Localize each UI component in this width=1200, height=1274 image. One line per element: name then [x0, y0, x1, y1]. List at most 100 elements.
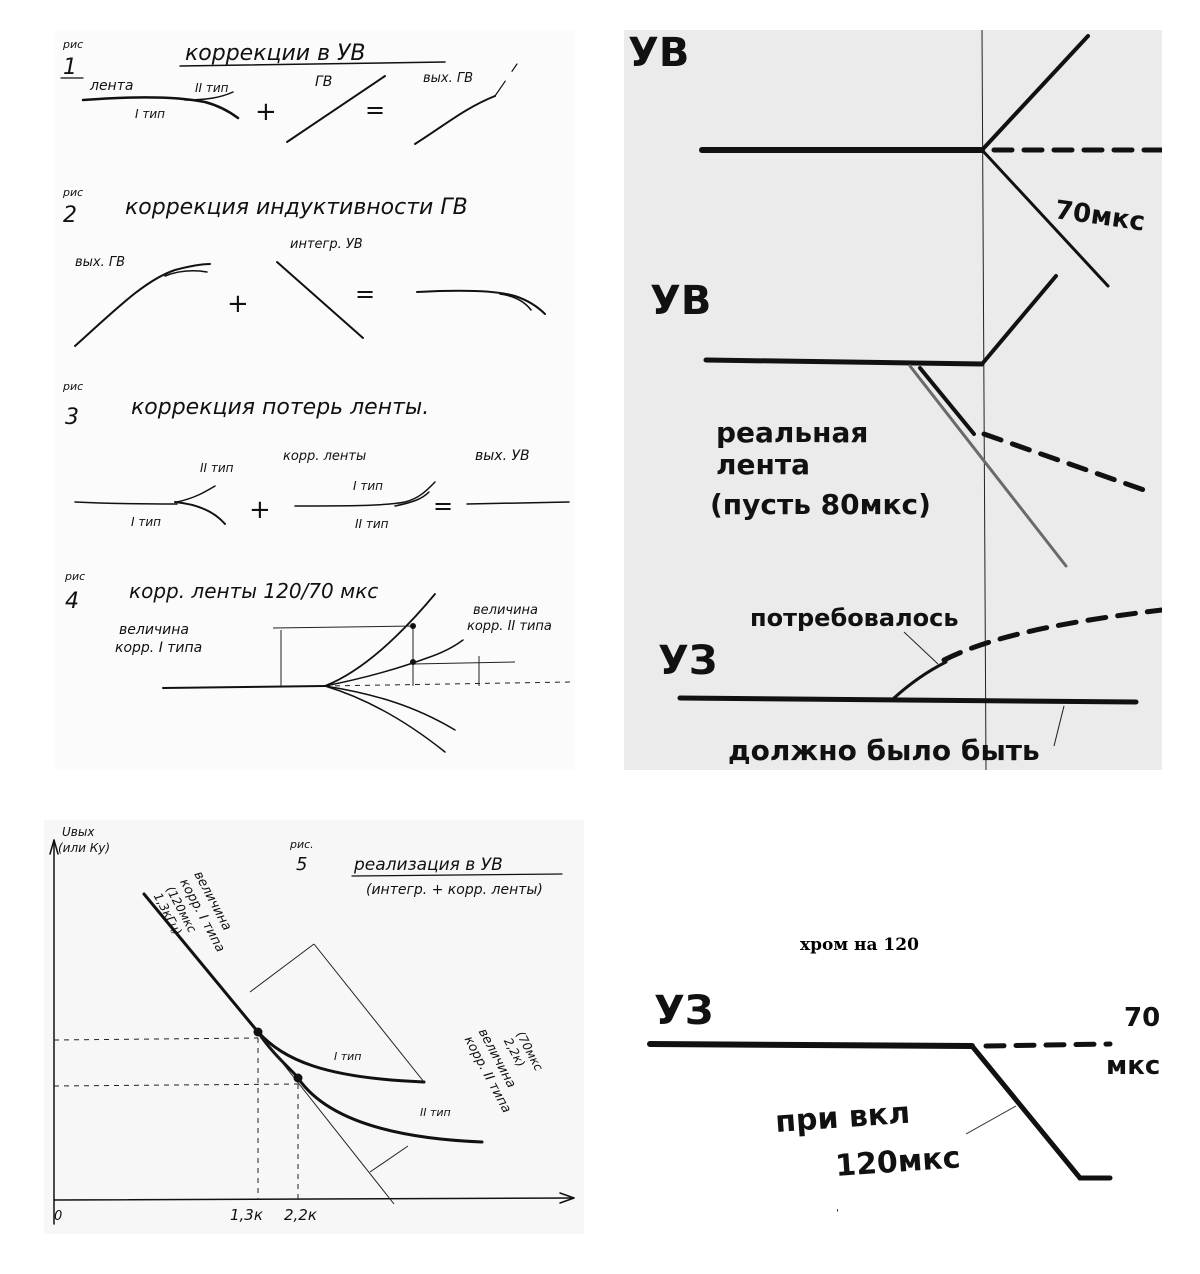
fig1-plus: + — [255, 97, 277, 127]
sketch-panel-uv-uz: УВ 70мкс УВ реальная лента (пусть 80мкс)… — [624, 30, 1162, 770]
uv1-rise-line — [980, 34, 1090, 152]
uv2-dashed-continuation — [981, 431, 1147, 493]
left-anno-group: величина корр. I типа (120мкс 1,3кГц) — [151, 869, 235, 955]
fig3-korr-type1-label: I тип — [353, 479, 383, 493]
uv2-real-tape-line — [908, 364, 1068, 568]
fig1-gv-line — [286, 75, 386, 143]
x-axis — [53, 1197, 575, 1201]
fig1-title-underline — [179, 61, 446, 67]
origin-label: 0 — [54, 1209, 62, 1224]
y-axis-label-1: Uвых — [62, 825, 95, 839]
fig1-number: 1 — [63, 55, 77, 80]
fig1-out-label: вых. ГВ — [423, 71, 473, 86]
fig3-equals: = — [433, 492, 453, 520]
fig2-out-branch — [164, 270, 208, 277]
fig4-left-anno-line2: корр. I типа — [115, 640, 202, 656]
sketch-chrome-120-canvas: хром на 120 УЗ 70 мкс при вкл 120мкс ' — [647, 935, 1160, 1219]
real-tape-label-2: лента — [716, 448, 810, 481]
fig4-point-upper — [410, 623, 416, 629]
fig3-korr-branch — [394, 491, 430, 507]
fig3-tape-flat — [74, 501, 178, 505]
fig1-type2-label: II тип — [195, 81, 229, 95]
fig3-korr-type2-label: II тип — [355, 517, 389, 531]
uv1-label: УВ — [628, 30, 689, 76]
fig4-curve-type1 — [324, 593, 436, 687]
should-label: должно было быть — [728, 734, 1040, 767]
fig3-type1-label: I тип — [131, 515, 161, 529]
fig5-number: 5 — [296, 854, 307, 875]
uz-label: УЗ — [654, 988, 713, 1034]
chrome-caption: хром на 120 — [800, 935, 919, 955]
fig3-title: коррекция потерь ленты. — [131, 395, 429, 420]
fig2-title: коррекция индуктивности ГВ — [125, 195, 468, 220]
fig1-out-dash — [494, 63, 518, 97]
fig3-tape-droop — [174, 501, 226, 525]
fig3-korr-curve — [294, 481, 436, 507]
y-axis-label-2: (или Ку) — [58, 841, 110, 855]
label-mks: мкс — [1106, 1051, 1160, 1081]
fig5-subtitle: (интегр. + корр. ленты) — [366, 882, 543, 898]
uv1-70mks-label: 70мкс — [1053, 195, 1147, 237]
real-tape-label-1: реальная — [716, 416, 868, 449]
fig3-plus: + — [249, 495, 271, 525]
x-axis-arrowhead — [559, 1192, 575, 1204]
fig3-out-line — [466, 501, 570, 505]
fig2-integ-label: интегр. УВ — [290, 237, 363, 252]
vertical-reference-line — [981, 30, 987, 770]
fig4-type2-top — [412, 661, 516, 665]
fig2-tag: рис — [62, 186, 83, 199]
point-1-3k — [253, 1027, 263, 1037]
fig4-left-anno-line1: величина — [119, 622, 189, 638]
fig1-gv-label: ГВ — [315, 74, 332, 90]
sketch-panel-figures-1-4: рис 1 коррекции в УВ лента II тип I тип … — [55, 30, 575, 770]
fig4-curve-lower1 — [324, 685, 456, 731]
uz-needed-dashed-curve — [941, 607, 1162, 663]
uz-rise-segment — [892, 660, 948, 700]
fig2-result-curve — [416, 289, 546, 315]
fig1-lenta-label: лента — [89, 78, 133, 94]
fig3-korr-label: корр. ленты — [283, 449, 366, 464]
label-pri-vkl: при вкл — [774, 1096, 911, 1140]
fig1-tape-curve — [81, 95, 240, 120]
right-anno-group: (70мкс 2,2к) величина корр. II типа — [461, 1026, 546, 1116]
label-120mks: 120мкс — [834, 1140, 961, 1184]
curve-type2 — [256, 1030, 484, 1144]
fig4-right-anno-line2: корр. II типа — [467, 619, 552, 634]
fig3-type2-label: II тип — [200, 461, 234, 475]
uv2-fall-line — [918, 366, 976, 436]
needed-arrow — [903, 631, 939, 665]
real-tape-label-3: (пусть 80мкс) — [710, 488, 931, 521]
y-axis-arrowhead — [49, 839, 59, 855]
uz-label: УЗ — [658, 638, 717, 684]
fig1-tag: рис — [62, 38, 83, 51]
fig4-curve-lower2 — [324, 685, 446, 753]
fig2-number: 2 — [63, 203, 77, 228]
fig4-number: 4 — [65, 589, 79, 614]
sketch-figure-5-canvas: Uвых (или Ку) 0 рис. 5 реализация в УВ (… — [49, 825, 575, 1225]
pointer-arrow — [965, 1105, 1017, 1135]
sketch-uv-uz-canvas: УВ 70мкс УВ реальная лента (пусть 80мкс)… — [628, 30, 1162, 770]
fig3-tape-rise — [176, 485, 216, 503]
x-tick-1-3k: 1,3к — [230, 1206, 263, 1224]
uz-flat-line — [677, 695, 1139, 705]
fig4-right-anno-line1: величина — [473, 603, 538, 618]
fig1-type1-label: I тип — [135, 107, 165, 121]
small-mark: ' — [836, 1208, 839, 1219]
fig3-out-label: вых. УВ — [475, 448, 530, 464]
sketch-figures-1-4-canvas: рис 1 коррекции в УВ лента II тип I тип … — [60, 38, 571, 753]
fig5-title: реализация в УВ — [353, 855, 503, 875]
label-70: 70 — [1124, 1003, 1160, 1033]
uv2-label: УВ — [650, 278, 711, 324]
uv1-fall-line — [980, 148, 1110, 288]
uv2-rise-line — [980, 274, 1058, 366]
uz-fall-line — [969, 1043, 1113, 1181]
fig4-curve-type2 — [324, 639, 464, 687]
fig3-tag: рис — [62, 380, 83, 393]
fig4-title: корр. ленты 120/70 мкс — [129, 579, 378, 603]
fig5-tag: рис. — [289, 838, 314, 851]
x-tick-2-2k: 2,2к — [284, 1206, 317, 1224]
fig1-title: коррекции в УВ — [185, 41, 366, 66]
fig4-point-lower — [410, 659, 416, 665]
sketch-panel-chrome-120: хром на 120 УЗ 70 мкс при вкл 120мкс ' — [640, 920, 1180, 1240]
fig1-out-curve — [414, 95, 496, 145]
